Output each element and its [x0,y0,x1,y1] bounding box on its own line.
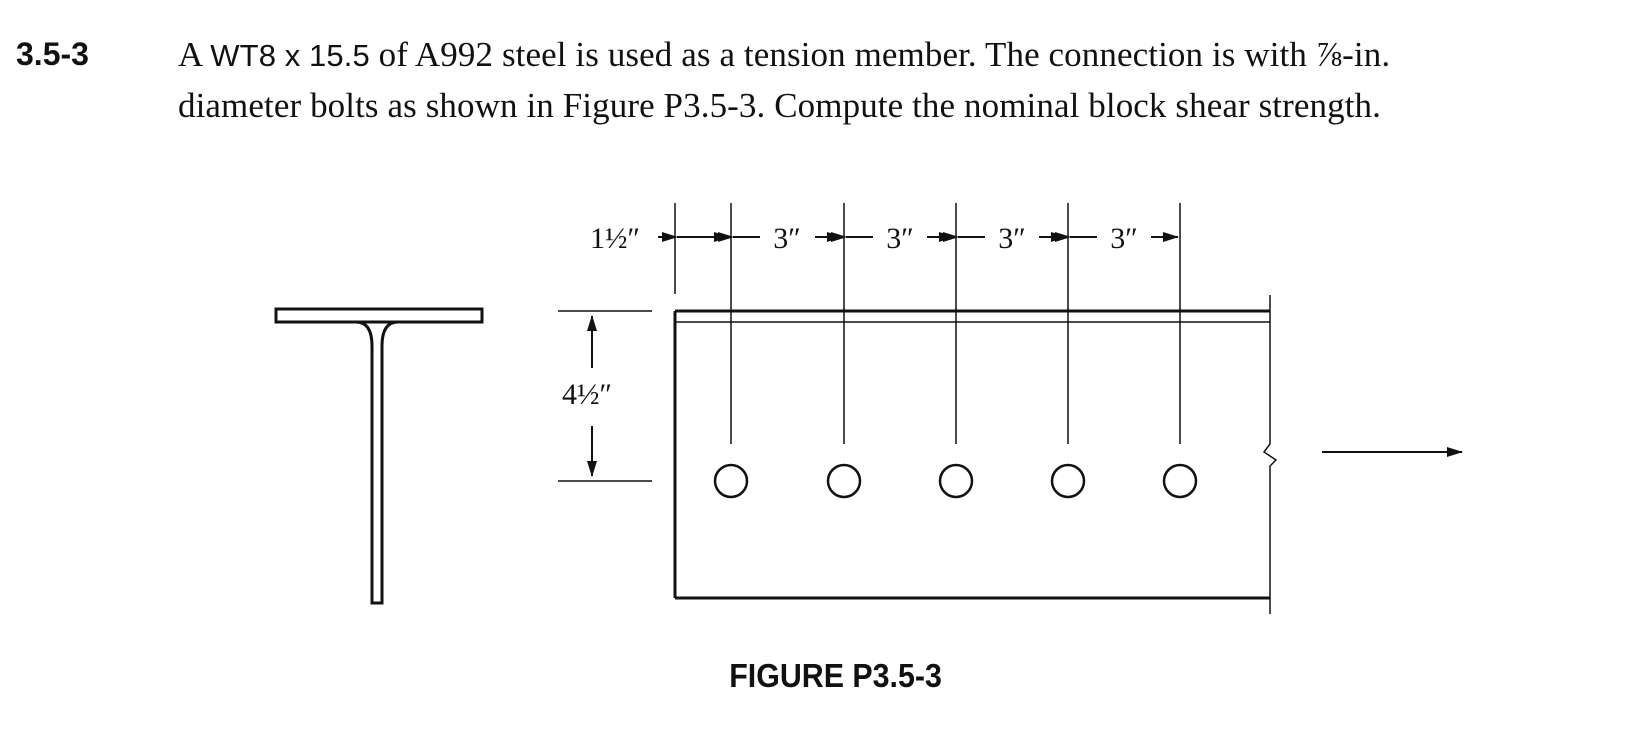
bolt-hole [1162,463,1198,499]
bolt-hole [1050,463,1086,499]
horizontal-dimensions [658,203,1179,294]
gage-distance-label: 4½″ [562,378,612,411]
section-designation: WT8 x 15.5 [210,38,370,73]
bolt-spacing-label: 3″ [998,222,1026,255]
tee-stem [276,320,482,605]
bolt-spacing-label: 3″ [886,222,914,255]
tee-section-drawing [274,307,484,605]
bolt-spacing-label: 3″ [773,222,801,255]
bolt-hole [826,463,862,499]
problem-line-1-end: of A992 steel is used as a tension membe… [369,35,1391,74]
problem-statement: A WT8 x 15.5 of A992 steel is used as a … [178,30,1618,131]
problem-number: 3.5-3 [16,36,89,72]
problem-line-1-start: A [178,35,211,74]
bolt-hole [713,463,749,499]
bolt-spacing-label: 3″ [1110,222,1138,255]
figure-caption: FIGURE P3.5-3 [0,656,1632,696]
bolt-holes [713,463,1198,499]
bolt-gage-lines [730,203,1181,444]
figure-caption-text: FIGURE P3.5-3 [729,657,943,694]
problem-line-2: diameter bolts as shown in Figure P3.5-3… [178,86,1381,125]
break-line [1262,295,1278,614]
end-distance-label: 1½″ [590,222,640,255]
bolt-hole [938,463,974,499]
plate-elevation [673,295,1278,614]
problem-line-1: A WT8 x 15.5 of A992 steel is used as a … [178,30,1618,81]
vertical-dimension [558,310,652,482]
tee-flange [274,307,484,324]
